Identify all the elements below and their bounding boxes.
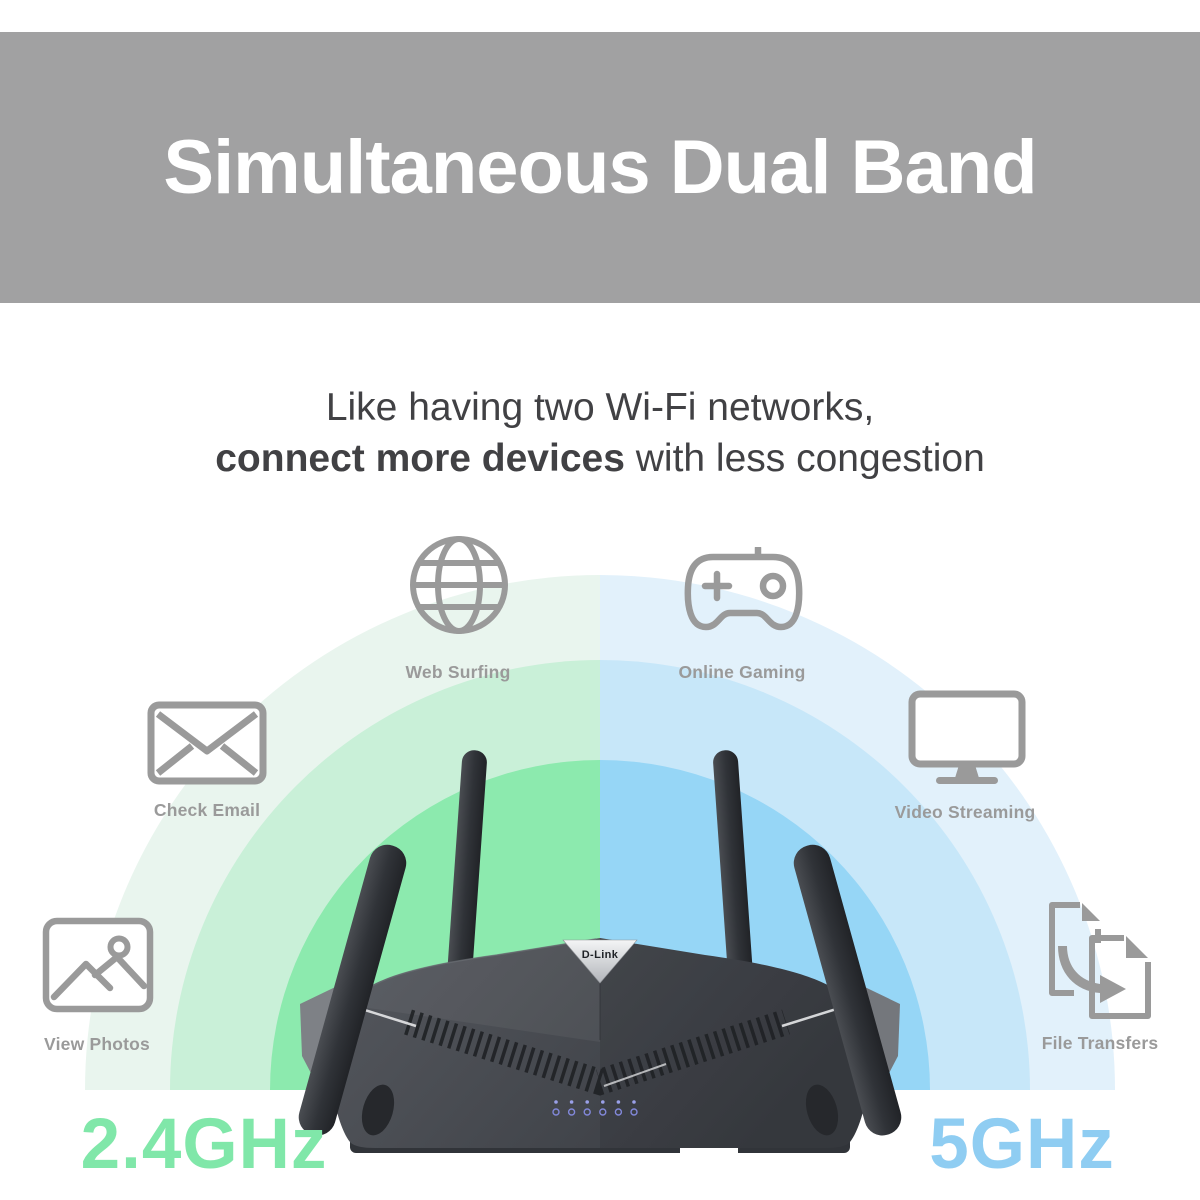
- feature-label-view-photos: View Photos: [44, 1034, 150, 1054]
- globe-icon: [410, 536, 508, 634]
- feature-label-online-gaming: Online Gaming: [678, 662, 806, 682]
- subtitle-line1: Like having two Wi-Fi networks,: [325, 386, 875, 429]
- router-body: [330, 938, 870, 1148]
- file-transfer-icon: [1049, 902, 1151, 1019]
- photo-icon: [42, 917, 154, 1013]
- router-antenna-joint-right: [805, 1084, 839, 1136]
- router-feet-gap: [680, 1147, 738, 1155]
- feature-label-check-email: Check Email: [153, 800, 261, 820]
- led-indicators: [552, 1100, 638, 1116]
- router-body-sheen: [348, 938, 600, 1042]
- router-antenna-outer-right: [793, 844, 902, 1136]
- band-label-5ghz: 5GHz: [929, 1105, 1115, 1184]
- router-accent-line-center: [603, 1063, 667, 1087]
- subtitle-line2-rest: with less congestion: [624, 437, 985, 480]
- router-antenna-outer-left: [298, 844, 407, 1136]
- gamepad-icon: [684, 547, 803, 631]
- brand-logo-text: D-Link: [582, 949, 619, 961]
- band-label-2-4ghz: 2.4GHz: [80, 1105, 328, 1184]
- feature-label-web-surfing: Web Surfing: [405, 662, 511, 682]
- router-antenna-inner-left: [446, 750, 487, 1000]
- subtitle: Like having two Wi-Fi networks, connect …: [0, 382, 1200, 484]
- header-banner: Simultaneous Dual Band: [0, 32, 1200, 303]
- subtitle-line2: connect more devices with less congestio…: [0, 433, 1200, 484]
- envelope-icon: [147, 701, 267, 785]
- feature-label-video-streaming: Video Streaming: [894, 802, 1036, 822]
- router-body-shading: [600, 938, 870, 1148]
- router-antenna-joint-left: [361, 1084, 395, 1136]
- feature-label-file-transfers: File Transfers: [1041, 1033, 1159, 1053]
- router-antenna-inner-right: [713, 750, 754, 1000]
- brand-triangle: [562, 939, 638, 984]
- subtitle-line2-bold: connect more devices: [215, 437, 625, 480]
- router-chevron-texture: [404, 1009, 790, 1096]
- monitor-icon: [908, 690, 1026, 784]
- page-title: Simultaneous Dual Band: [163, 125, 1037, 210]
